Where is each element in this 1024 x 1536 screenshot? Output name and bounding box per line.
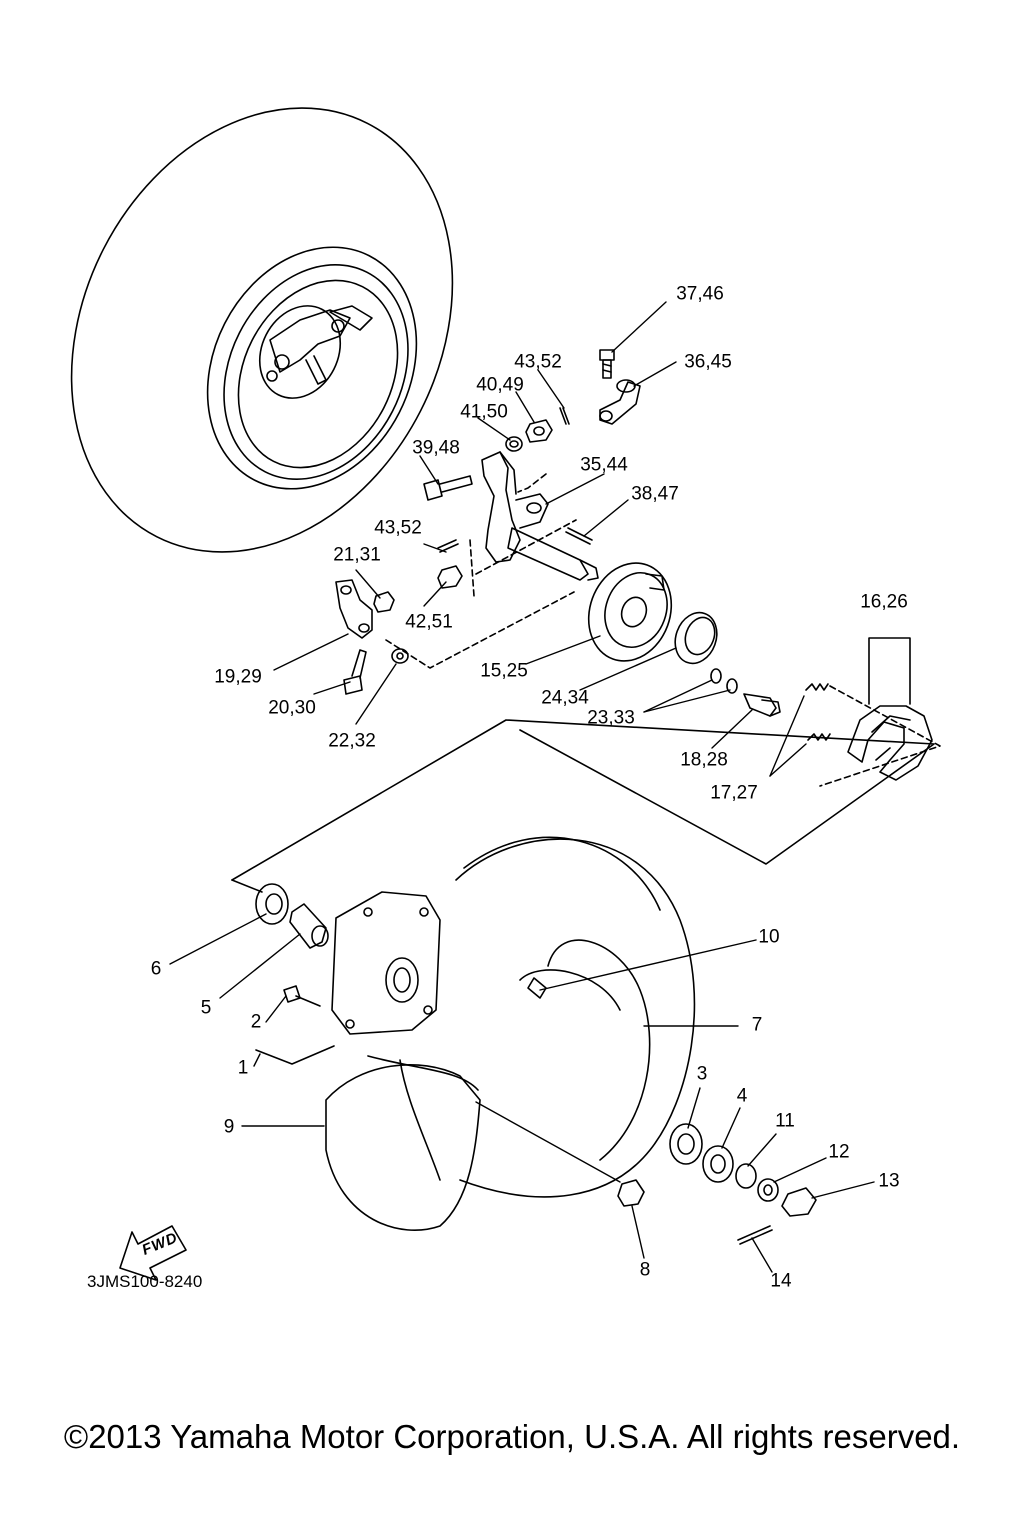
part-label-16-26: 16,26 [860, 591, 908, 613]
wheel-rim-assembly [231, 719, 935, 1245]
part-label-41-50: 41,50 [460, 401, 508, 423]
part-label-24-34: 24,34 [541, 687, 589, 709]
part-label-23-33: 23,33 [587, 707, 635, 729]
part-label-18-28: 18,28 [680, 749, 728, 771]
part-label-20-30: 20,30 [268, 697, 316, 719]
part-label-39-48: 39,48 [412, 437, 460, 459]
part-label-7: 7 [751, 1014, 763, 1036]
knuckle-assembly [335, 349, 941, 787]
part-label-10: 10 [758, 926, 780, 948]
part-label-42-51: 42,51 [405, 611, 453, 633]
part-label-2: 2 [250, 1011, 262, 1033]
part-label-35-44: 35,44 [580, 454, 628, 476]
part-label-1: 1 [237, 1057, 249, 1079]
part-label-5: 5 [200, 997, 212, 1019]
part-label-19-29: 19,29 [214, 666, 262, 688]
part-label-43-52-lower: 43,52 [374, 517, 422, 539]
part-label-15-25: 15,25 [480, 660, 528, 682]
part-label-13: 13 [878, 1170, 900, 1192]
part-label-40-49: 40,49 [476, 374, 524, 396]
leader-lines [169, 301, 875, 1273]
part-label-6: 6 [150, 958, 162, 980]
part-label-36-45: 36,45 [684, 351, 732, 373]
part-label-17-27: 17,27 [710, 782, 758, 804]
drawing-code: 3JMS100-8240 [87, 1272, 203, 1291]
part-label-37-46: 37,46 [676, 283, 724, 305]
part-label-11: 11 [775, 1110, 795, 1132]
part-label-9: 9 [223, 1116, 235, 1138]
part-label-8: 8 [639, 1259, 651, 1281]
part-label-12: 12 [828, 1141, 850, 1163]
part-label-21-31: 21,31 [333, 544, 381, 566]
forward-arrow-icon [119, 1225, 187, 1281]
copyright-notice: ©2013 Yamaha Motor Corporation, U.S.A. A… [63, 1418, 961, 1455]
part-label-14: 14 [770, 1270, 792, 1292]
part-label-4: 4 [736, 1085, 748, 1107]
part-label-38-47: 38,47 [631, 483, 679, 505]
complete-wheel-illustration [70, 107, 454, 553]
part-label-3: 3 [696, 1063, 708, 1085]
part-label-43-52-upper: 43,52 [514, 351, 562, 373]
part-label-22-32: 22,32 [328, 730, 376, 752]
